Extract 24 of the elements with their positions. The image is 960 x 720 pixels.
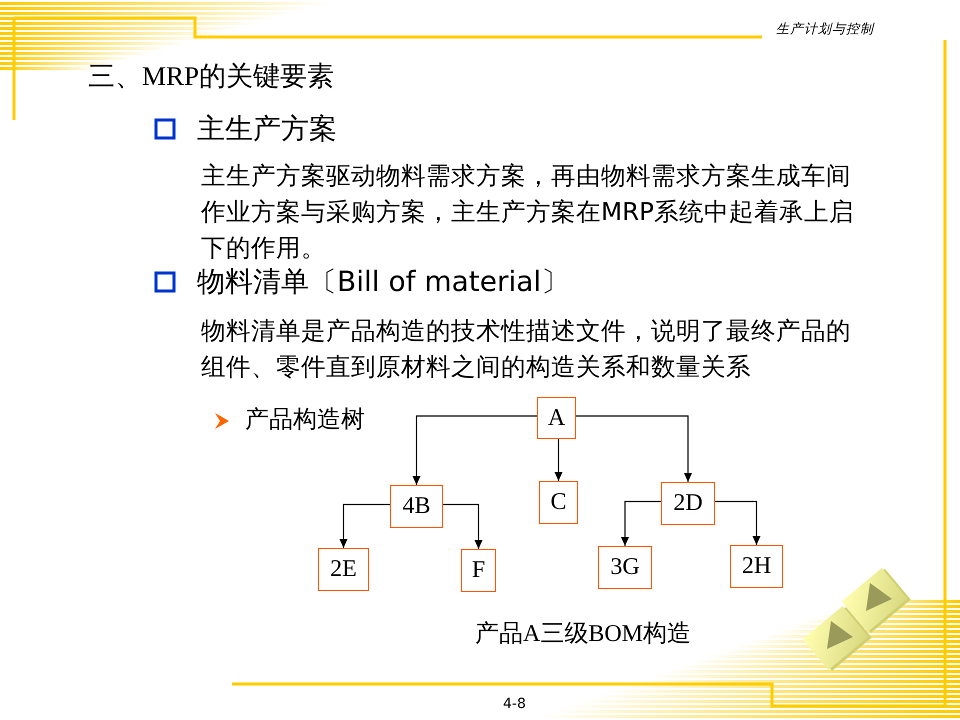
- figure-caption: 产品A三级BOM构造: [475, 620, 692, 649]
- part-box: A: [537, 397, 576, 439]
- bullet-heading: 物料清单〔Bill of material〕: [197, 265, 570, 299]
- paragraph: 主生产方案驱动物料需求方案，再由物料需求方案生成车间作业方案与采购方案，主生产方案在MRP系统中起着承上启下的作用。: [201, 160, 855, 264]
- header-label: 生产计划与控制: [776, 22, 874, 38]
- part-box: 2E: [318, 548, 369, 591]
- part-box: C: [539, 481, 578, 524]
- arrow: [621, 500, 661, 546]
- arrow: [715, 500, 760, 545]
- part-box: F: [461, 549, 496, 592]
- arrow: [554, 439, 562, 481]
- tree-heading: 产品构造树: [245, 405, 365, 434]
- paragraph: 物料清单是产品构造的技术性描述文件，说明了最终产品的组件、零件直到原材料之间的构造关系和数量关系: [201, 315, 851, 383]
- part-box: 4B: [390, 485, 443, 528]
- page-number: 4-8: [503, 696, 526, 713]
- bullet-heading: 主生产方案: [197, 112, 337, 146]
- arrow: [340, 504, 390, 548]
- arrow: [412, 415, 537, 485]
- slide-title: 三、MRP的关键要素: [88, 60, 334, 92]
- part-box: 2H: [730, 545, 783, 588]
- part-box: 2D: [661, 482, 715, 525]
- arrow: [576, 415, 692, 482]
- part-box: 3G: [598, 546, 652, 589]
- arrow: [443, 504, 482, 549]
